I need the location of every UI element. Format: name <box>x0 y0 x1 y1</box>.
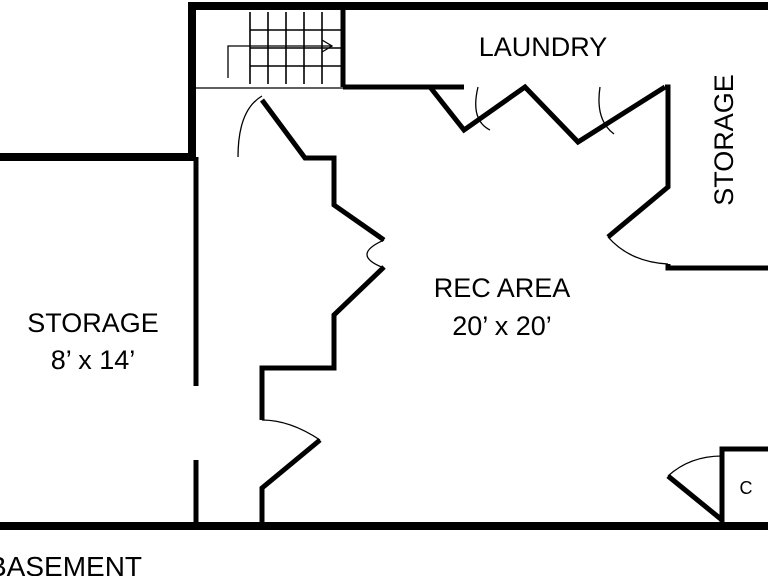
storage-left-label: STORAGE <box>27 308 159 338</box>
stairs <box>227 12 343 84</box>
closet-label: C <box>740 478 753 498</box>
exterior-walls <box>0 2 768 530</box>
closet-wall <box>666 474 724 522</box>
stair-arrowhead-icon <box>321 39 334 53</box>
storage-right-label: STORAGE <box>709 74 739 206</box>
rec-area-label: REC AREA <box>434 273 571 303</box>
stair-arrow-icon <box>227 45 332 78</box>
laundry-label: LAUNDRY <box>479 32 608 62</box>
door-swings <box>237 86 723 477</box>
storage-left-size: 8’ x 14’ <box>51 345 136 375</box>
room-labels: LAUNDRY STORAGE REC AREA 20’ x 20’ STORA… <box>0 32 753 576</box>
bifold-door-icon <box>598 86 615 135</box>
storage-right-lower <box>665 264 768 271</box>
floor-label: BASEMENT <box>0 551 142 576</box>
door-swing-icon <box>261 419 321 441</box>
rec-area-size: 20’ x 20’ <box>452 311 552 341</box>
door-swing-icon <box>366 239 385 269</box>
door-swing-icon <box>667 455 723 477</box>
hall-zigzag-wall-2 <box>259 265 386 420</box>
bifold-door-icon <box>475 86 491 131</box>
closet-top-wall <box>719 446 768 456</box>
laundry-bifold-wall <box>428 83 667 146</box>
door-swing-icon <box>607 236 669 265</box>
hall-zigzag-wall <box>259 98 386 243</box>
storage-right-wall <box>606 84 671 239</box>
door-swing-icon <box>237 95 263 158</box>
interior-walls <box>193 10 768 524</box>
hall-zigzag-wall-3 <box>259 438 322 524</box>
